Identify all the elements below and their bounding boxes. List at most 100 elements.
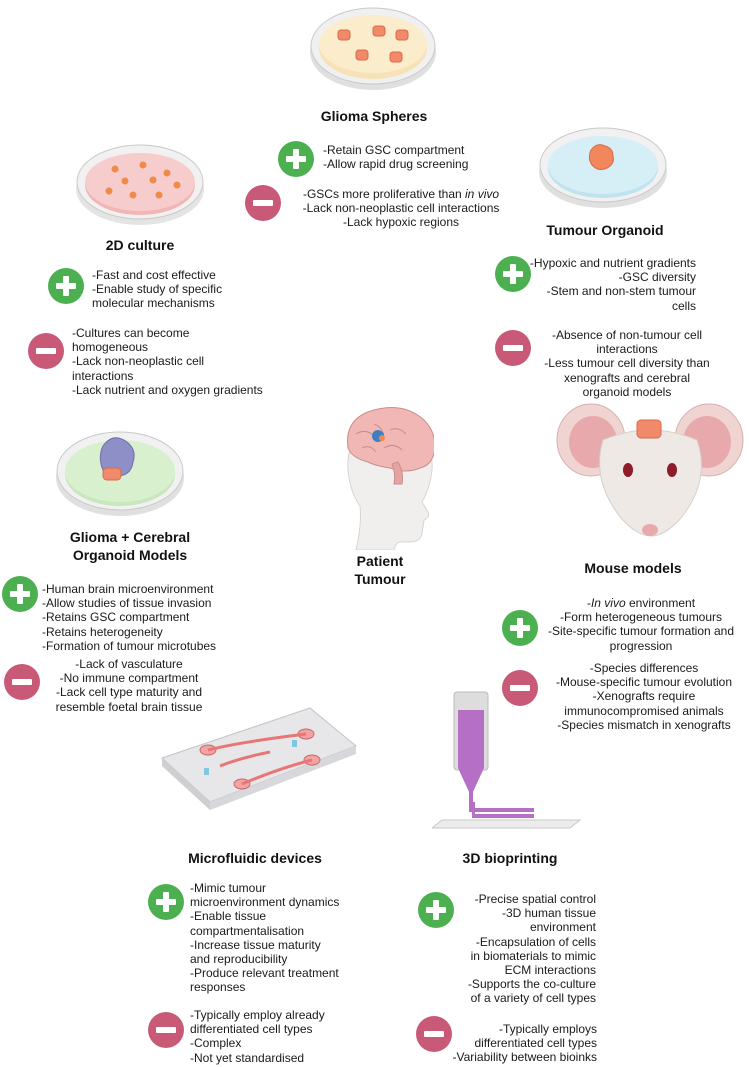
pro-item: -Increase tissue maturity bbox=[190, 937, 321, 952]
pro-item: cells bbox=[671, 298, 696, 313]
plus-icon bbox=[502, 610, 538, 646]
pro-item: -Retain GSC compartment bbox=[323, 143, 465, 157]
con-item: -Xenografts require bbox=[592, 689, 696, 704]
pro-item: -Mimic tumour bbox=[190, 881, 267, 895]
bioprinting-pros: -Precise spatial control -3D human tissu… bbox=[450, 892, 596, 1006]
pro-item: -Produce relevant treatment bbox=[190, 966, 339, 981]
pro-item: -Precise spatial control bbox=[474, 892, 596, 906]
pro-item: -Site-specific tumour formation and bbox=[547, 624, 735, 639]
minus-icon bbox=[148, 1012, 184, 1048]
con-item: homogeneous bbox=[72, 340, 149, 355]
microfluidic-pros: -Mimic tumour microenvironment dynamics … bbox=[190, 881, 339, 995]
pro-item: -GSC diversity bbox=[618, 270, 696, 285]
plus-icon bbox=[48, 268, 84, 304]
con-item: immunocompromised animals bbox=[564, 703, 724, 718]
bioprinting-con-badge bbox=[416, 1016, 452, 1052]
bioprinting-title: 3D bioprinting bbox=[462, 850, 558, 866]
culture-2d-dish-illustration bbox=[76, 144, 204, 225]
pro-item: -Retains heterogeneity bbox=[42, 624, 163, 639]
con-item: interactions bbox=[596, 342, 658, 357]
con-item: interactions bbox=[72, 368, 134, 383]
minus-icon bbox=[416, 1016, 452, 1052]
cerebral-organoid-title: Glioma + Cerebral Organoid Models bbox=[69, 529, 191, 563]
microfluidic-con-badge bbox=[148, 1012, 184, 1048]
patient-head-illustration bbox=[347, 407, 434, 550]
con-item: -Lack non-neoplastic cell bbox=[72, 354, 205, 369]
tumour-organoid-pros: -Hypoxic and nutrient gradients -GSC div… bbox=[510, 256, 696, 313]
con-item: resemble foetal brain tissue bbox=[55, 699, 203, 714]
con-item: -Typically employs bbox=[498, 1022, 597, 1036]
microfluidic-title: Microfluidic devices bbox=[188, 850, 322, 866]
pro-item: -Human brain microenvironment bbox=[42, 582, 214, 596]
tumour-organoid-title: Tumour Organoid bbox=[546, 222, 664, 238]
microfluidic-pro-badge bbox=[148, 884, 184, 920]
con-item: xenografts and cerebral bbox=[563, 370, 691, 385]
con-item: -Lack nutrient and oxygen gradients bbox=[72, 382, 263, 397]
mouse-pros: -In vivo environment -Form heterogeneous… bbox=[540, 596, 742, 653]
pro-item: environment bbox=[529, 920, 596, 935]
plus-icon bbox=[495, 256, 531, 292]
con-item: differentiated cell types bbox=[190, 1022, 313, 1037]
microfluidic-cons: -Typically employ already differentiated… bbox=[190, 1008, 325, 1065]
mouse-models-title: Mouse models bbox=[584, 560, 682, 576]
con-item: -Typically employ already bbox=[190, 1008, 325, 1022]
minus-icon bbox=[502, 670, 538, 706]
plus-icon bbox=[278, 141, 314, 177]
cerebral-organoid-dish-illustration bbox=[56, 431, 184, 516]
cerebral-organoid-pros: -Human brain microenvironment -Allow stu… bbox=[42, 582, 216, 653]
pro-item: molecular mechanisms bbox=[92, 296, 215, 311]
mouse-con-badge bbox=[502, 670, 538, 706]
con-item: -Mouse-specific tumour evolution bbox=[555, 675, 733, 690]
plus-icon bbox=[418, 892, 454, 928]
tumour-organoid-con-badge bbox=[495, 330, 531, 366]
pro-item: -Enable tissue bbox=[190, 909, 267, 924]
glioma-spheres-dish-illustration bbox=[310, 7, 436, 90]
tumour-organoid-cons: -Absence of non-tumour cell interactions… bbox=[530, 328, 724, 399]
glioma-spheres-title: Glioma Spheres bbox=[320, 108, 428, 124]
mouse-cons: -Species differences -Mouse-specific tum… bbox=[540, 661, 748, 732]
pro-item: microenvironment dynamics bbox=[190, 895, 340, 910]
minus-icon bbox=[245, 185, 281, 221]
pro-item: in biomaterials to mimic bbox=[470, 948, 596, 963]
pro-item: responses bbox=[190, 980, 246, 995]
con-item: -GSCs more proliferative than in vivo bbox=[302, 187, 500, 201]
plus-icon bbox=[148, 884, 184, 920]
con-item: -Less tumour cell diversity than bbox=[544, 356, 710, 371]
con-item: -Absence of non-tumour cell bbox=[551, 328, 703, 342]
con-item: -Lack hypoxic regions bbox=[342, 215, 460, 230]
pro-item: -Enable study of specific bbox=[92, 282, 223, 297]
cerebral-organoid-cons: -Lack of vasculature -No immune compartm… bbox=[40, 657, 218, 714]
culture-2d-title: 2D culture bbox=[105, 237, 175, 253]
pro-item: -Allow studies of tissue invasion bbox=[42, 596, 212, 611]
pro-item: -Encapsulation of cells bbox=[475, 934, 596, 949]
cerebral-organoid-con-badge bbox=[4, 664, 40, 700]
glioma-spheres-pros: -Retain GSC compartment -Allow rapid dru… bbox=[323, 143, 468, 171]
pro-item: -Form heterogeneous tumours bbox=[559, 610, 723, 625]
con-item: -Lack cell type maturity and bbox=[55, 685, 203, 700]
con-item: -Lack of vasculature bbox=[75, 657, 183, 671]
glioma-spheres-pro-badge bbox=[278, 141, 314, 177]
mouse-pro-badge bbox=[502, 610, 538, 646]
pro-item: -Supports the co-culture bbox=[467, 977, 596, 992]
bioprinting-cons: -Typically employs differentiated cell t… bbox=[440, 1022, 597, 1065]
pro-item: -3D human tissue bbox=[501, 906, 596, 921]
cerebral-organoid-pro-badge bbox=[2, 576, 38, 612]
culture-2d-cons: -Cultures can become homogeneous -Lack n… bbox=[72, 326, 263, 397]
culture-2d-con-badge bbox=[28, 333, 64, 369]
glioma-spheres-cons: -GSCs more proliferative than in vivo -L… bbox=[290, 187, 512, 230]
pro-item: and reproducibility bbox=[190, 952, 288, 967]
con-item: -Species mismatch in xenografts bbox=[557, 717, 731, 732]
plus-icon bbox=[2, 576, 38, 612]
minus-icon bbox=[495, 330, 531, 366]
pro-item: progression bbox=[609, 638, 673, 653]
con-item: -No immune compartment bbox=[59, 671, 199, 686]
patient-tumour-title: Patient Tumour bbox=[354, 553, 406, 587]
pro-item: -Allow rapid drug screening bbox=[323, 157, 469, 172]
bioprinting-pro-badge bbox=[418, 892, 454, 928]
con-item: -Cultures can become bbox=[72, 326, 190, 340]
con-item: organoid models bbox=[582, 384, 672, 399]
tumour-organoid-pro-badge bbox=[495, 256, 531, 292]
con-item: differentiated cell types bbox=[474, 1036, 597, 1051]
pro-item: -In vivo environment bbox=[586, 596, 696, 610]
pro-item: -Fast and cost effective bbox=[92, 268, 216, 282]
